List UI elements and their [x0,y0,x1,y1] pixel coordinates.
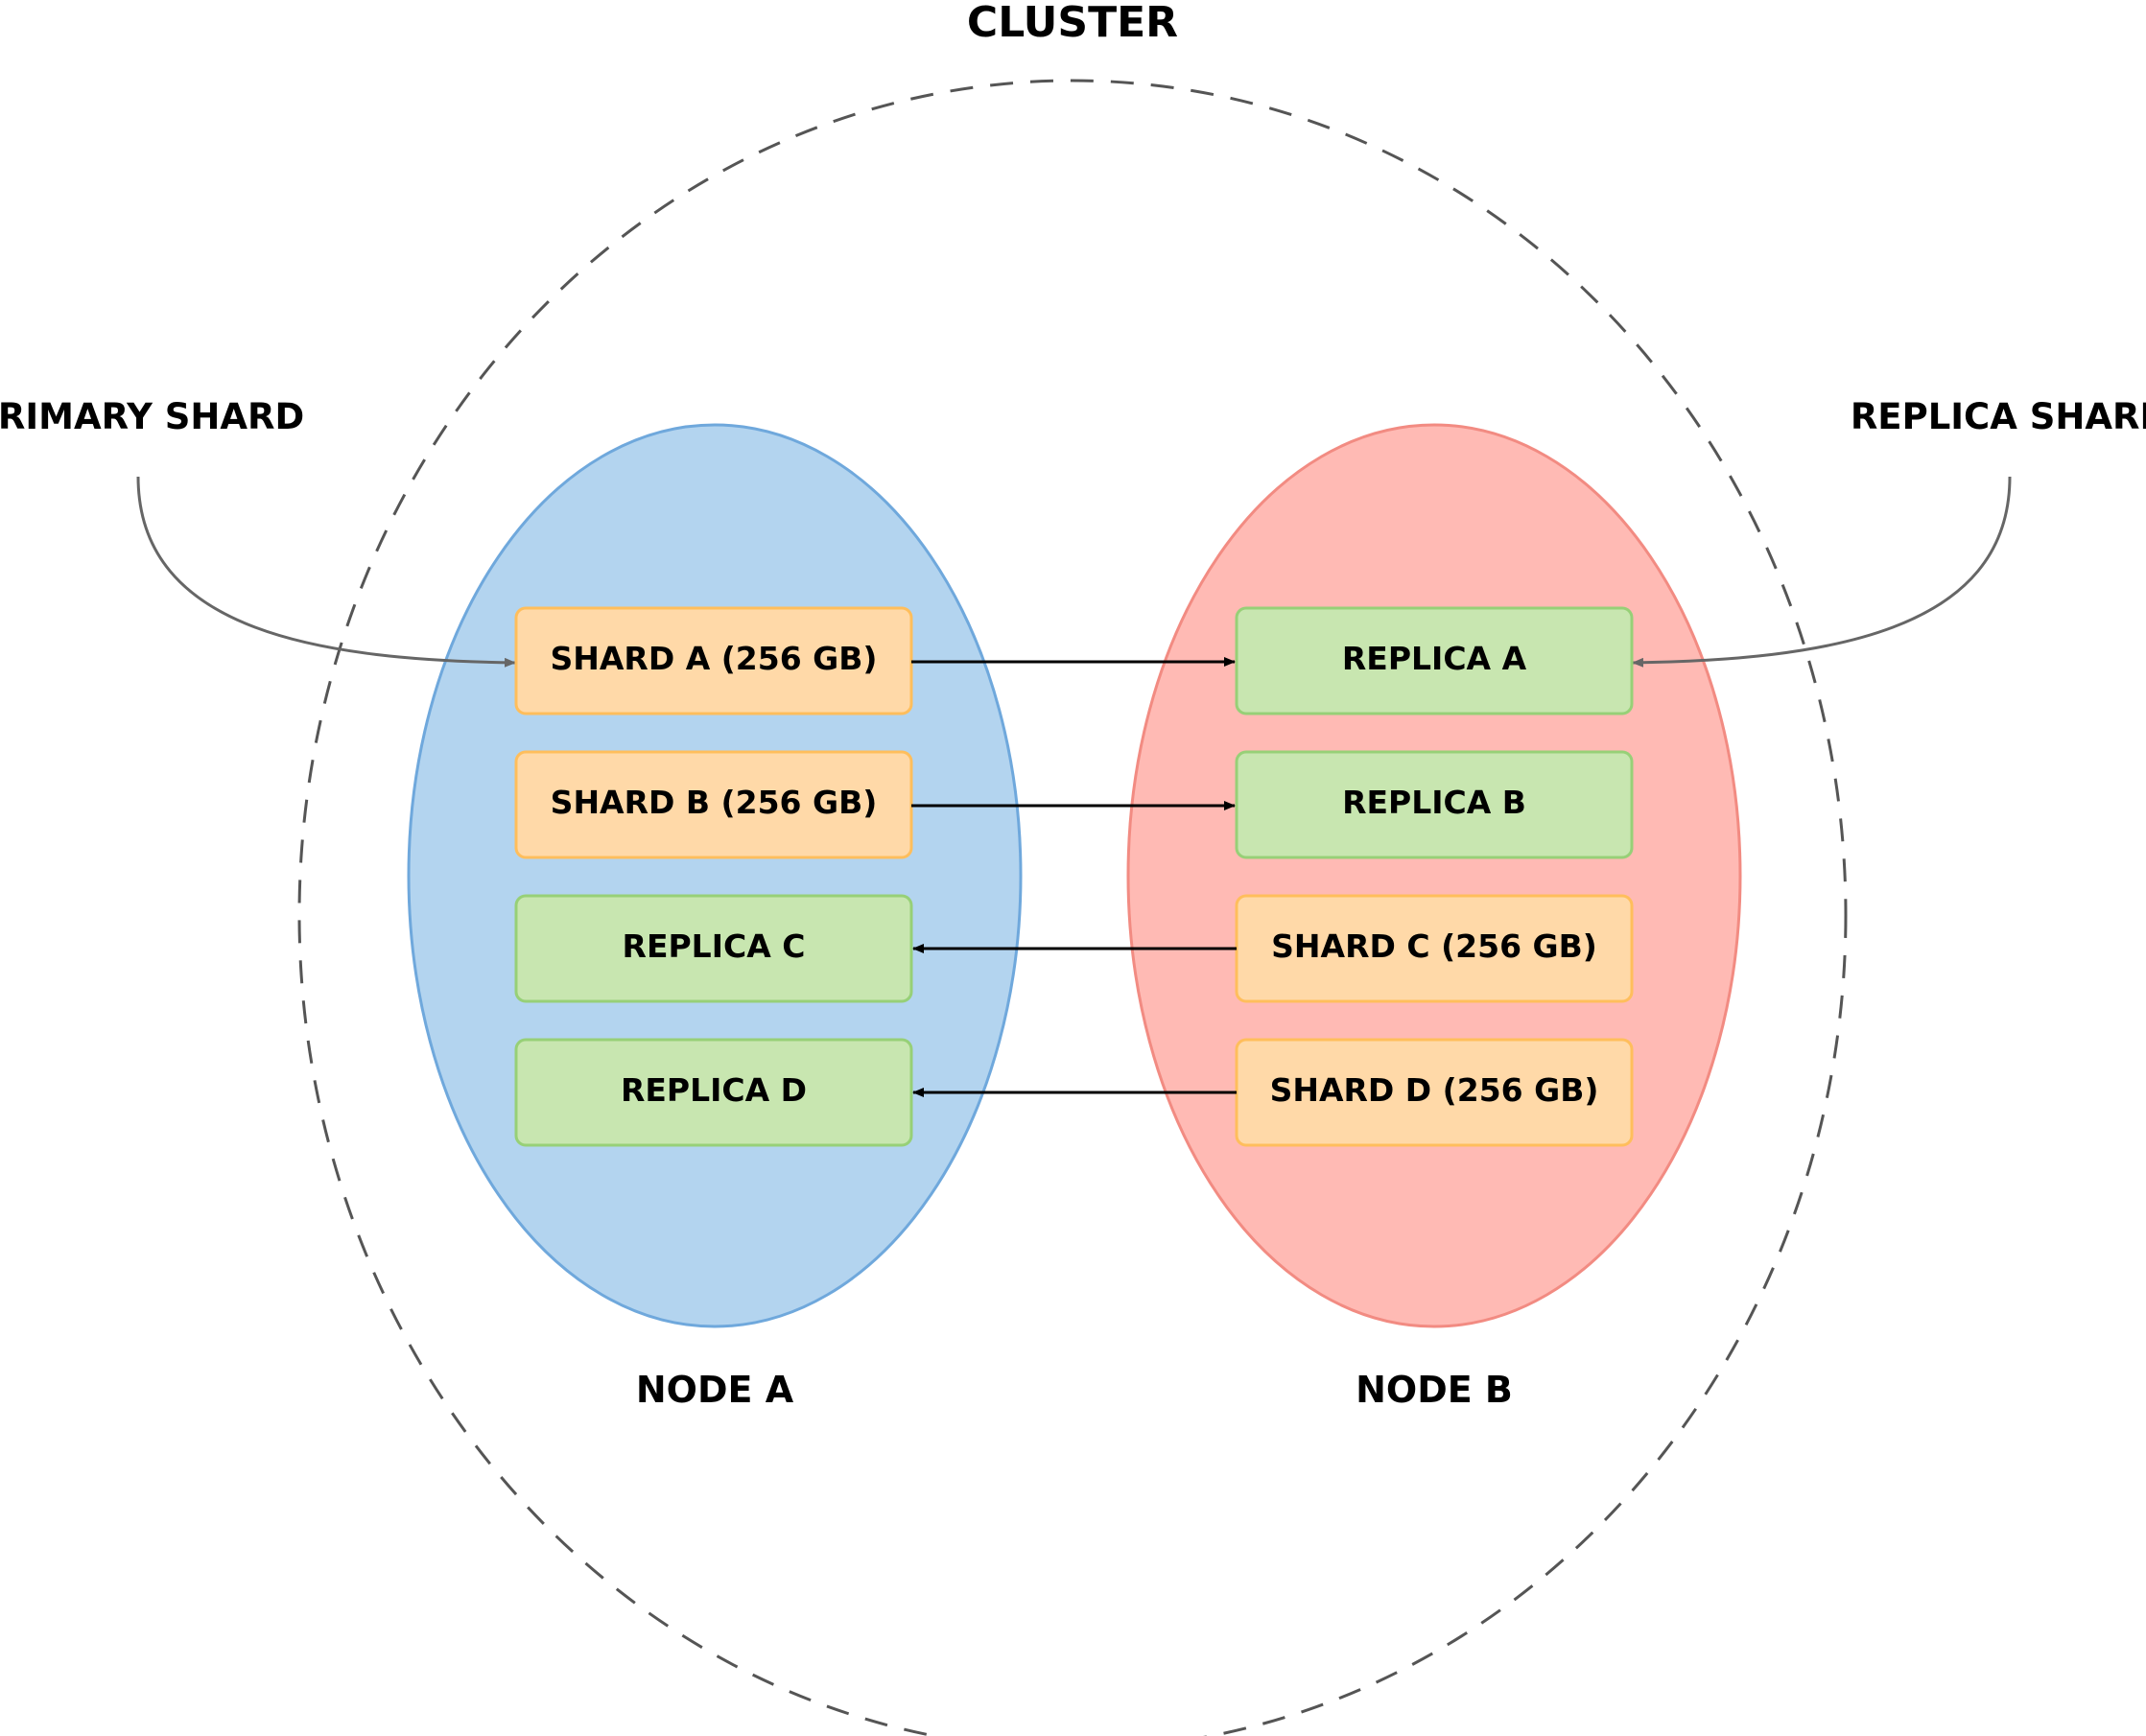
shard-box-c[interactable]: SHARD C (256 GB) [1235,894,1634,1003]
replica-box-c-label: REPLICA C [623,927,806,965]
cluster-boundary [297,79,1848,1736]
node-b-shard-list: REPLICA A REPLICA B SHARD C (256 GB) SHA… [1235,606,1634,1147]
node-b-label: NODE B [1356,1369,1513,1411]
primary-shard-callout-arrow [136,476,516,668]
shard-box-d[interactable]: SHARD D (256 GB) [1235,1038,1634,1147]
shard-box-d-label: SHARD D (256 GB) [1270,1071,1599,1109]
shard-box-b[interactable]: SHARD B (256 GB) [514,750,913,859]
replica-box-c[interactable]: REPLICA C [514,894,913,1003]
replica-box-b[interactable]: REPLICA B [1235,750,1634,859]
replica-box-b-label: REPLICA B [1342,784,1526,821]
replica-box-d[interactable]: REPLICA D [514,1038,913,1147]
replica-box-a[interactable]: REPLICA A [1235,606,1634,716]
shard-box-c-label: SHARD C (256 GB) [1271,927,1597,965]
node-a-label: NODE A [636,1369,794,1411]
replica-box-a-label: REPLICA A [1342,640,1527,677]
replica-shard-callout-arrow [1632,476,2012,668]
node-a-ellipse [407,423,1023,1328]
node-b-ellipse [1126,423,1742,1328]
primary-shard-callout-label: PRIMARY SHARD [0,396,304,437]
replica-box-d-label: REPLICA D [621,1071,807,1109]
cluster-title: CLUSTER [967,0,1178,47]
shard-box-b-label: SHARD B (256 GB) [551,784,878,821]
shard-box-a[interactable]: SHARD A (256 GB) [514,606,913,716]
replica-shard-callout-label: REPLICA SHARD [1851,396,2146,437]
node-a-shard-list: SHARD A (256 GB) SHARD B (256 GB) REPLIC… [514,606,913,1147]
shard-box-a-label: SHARD A (256 GB) [550,640,877,677]
